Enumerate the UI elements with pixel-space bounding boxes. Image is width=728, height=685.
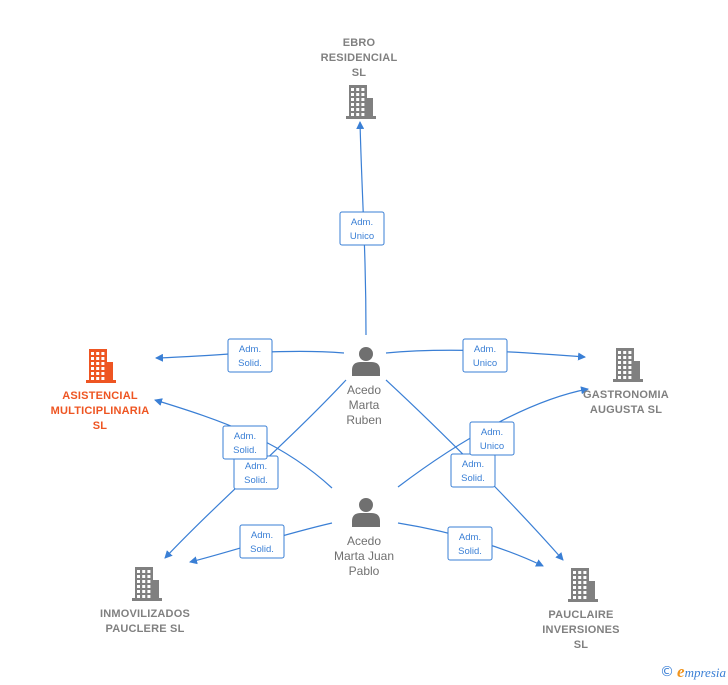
edge-label-text: Adm. (459, 532, 481, 543)
edge-label-juan_pablo-asistencial[interactable]: Adm. Solid. (222, 425, 268, 460)
building-icon-gastronomia[interactable] (613, 348, 643, 382)
copyright-icon: © (660, 664, 675, 680)
edge-label-text: Unico (473, 358, 497, 369)
company-label-gastronomia-line: AUGUSTA SL (590, 404, 662, 416)
edge-label-text: Solid. (461, 473, 485, 484)
company-label-ebro[interactable]: EBRO RESIDENCIAL SL (321, 37, 398, 79)
edge-label-ruben-asistencial[interactable]: Adm. Solid. (227, 338, 273, 373)
edge-label-text: Solid. (244, 475, 268, 486)
company-label-pauclaire-line: SL (574, 639, 589, 651)
edge-label-juan_pablo-pauclaire[interactable]: Adm. Solid. (447, 526, 493, 561)
edge-label-text: Adm. (474, 344, 496, 355)
company-label-inmovilizados-line: PAUCLERE SL (105, 623, 184, 635)
company-label-gastronomia-line: GASTRONOMIA (583, 389, 669, 401)
edge-label-ruben-pauclaire[interactable]: Adm. Solid. (450, 453, 496, 488)
edges-layer (154, 121, 589, 567)
person-icon-ruben[interactable] (352, 347, 380, 376)
building-icon-pauclaire[interactable] (568, 568, 598, 602)
edge-label-text: Adm. (251, 530, 273, 541)
edge-label-text: Adm. (351, 217, 373, 228)
footer-brand: © empresia (660, 662, 726, 682)
company-label-gastronomia[interactable]: GASTRONOMIA AUGUSTA SL (583, 389, 669, 416)
edge-label-text: Adm. (462, 459, 484, 470)
brand-logo: empresia (677, 662, 726, 681)
edge-label-text: Adm. (234, 431, 256, 442)
person-label-ruben-line: Ruben (346, 413, 381, 427)
person-icon-juan_pablo[interactable] (352, 498, 380, 527)
edge-label-juan_pablo-inmovilizados[interactable]: Adm. Solid. (239, 524, 285, 559)
company-label-asistencial-line: MULTICIPLINARIA (51, 405, 150, 417)
person-label-juan_pablo-line: Acedo (347, 534, 381, 548)
edge-label-text: Solid. (458, 546, 482, 557)
building-icon-ebro[interactable] (346, 85, 376, 119)
company-label-inmovilizados[interactable]: INMOVILIZADOS PAUCLERE SL (100, 608, 190, 635)
edge-label-text: Solid. (233, 445, 257, 456)
company-label-inmovilizados-line: INMOVILIZADOS (100, 608, 190, 620)
edge-label-text: Adm. (481, 427, 503, 438)
company-label-asistencial-line: ASISTENCIAL (62, 390, 138, 402)
edge-label-text: Solid. (250, 544, 274, 555)
edge-label-ruben-ebro[interactable]: Adm. Unico (339, 211, 385, 246)
company-label-asistencial-line: SL (93, 420, 108, 432)
edge-label-text: Unico (350, 231, 374, 242)
edge-labels-layer: Adm.UnicoAdm.Solid.Adm.UnicoAdm.Solid.Ad… (222, 211, 515, 561)
company-label-asistencial[interactable]: ASISTENCIAL MULTICIPLINARIA SL (51, 390, 150, 432)
edge-label-text: Adm. (239, 344, 261, 355)
company-label-pauclaire[interactable]: PAUCLAIRE INVERSIONES SL (542, 609, 619, 651)
building-icon-asistencial[interactable] (86, 349, 116, 383)
company-label-ebro-line: SL (352, 67, 367, 79)
edge-label-text: Solid. (238, 358, 262, 369)
person-label-juan_pablo-line: Marta Juan (334, 549, 394, 563)
company-label-ebro-line: EBRO (343, 37, 376, 49)
edge-label-ruben-gastronomia[interactable]: Adm. Unico (462, 338, 508, 373)
edge-label-text: Adm. (245, 461, 267, 472)
building-icon-inmovilizados[interactable] (132, 567, 162, 601)
edge-label-text: Unico (480, 441, 504, 452)
nodes-layer: EBRO RESIDENCIAL SL ASISTENCIAL MULTICIPLINA… (51, 37, 669, 651)
edge-label-ruben-inmovilizados[interactable]: Adm. Solid. (233, 455, 279, 490)
company-label-pauclaire-line: PAUCLAIRE (548, 609, 613, 621)
person-label-ruben-line: Marta (349, 398, 380, 412)
company-label-pauclaire-line: INVERSIONES (542, 624, 619, 636)
edge-label-juan_pablo-gastronomia[interactable]: Adm. Unico (469, 421, 515, 456)
company-label-ebro-line: RESIDENCIAL (321, 52, 398, 64)
person-label-ruben-line: Acedo (347, 383, 381, 397)
person-label-juan_pablo-line: Pablo (349, 564, 380, 578)
